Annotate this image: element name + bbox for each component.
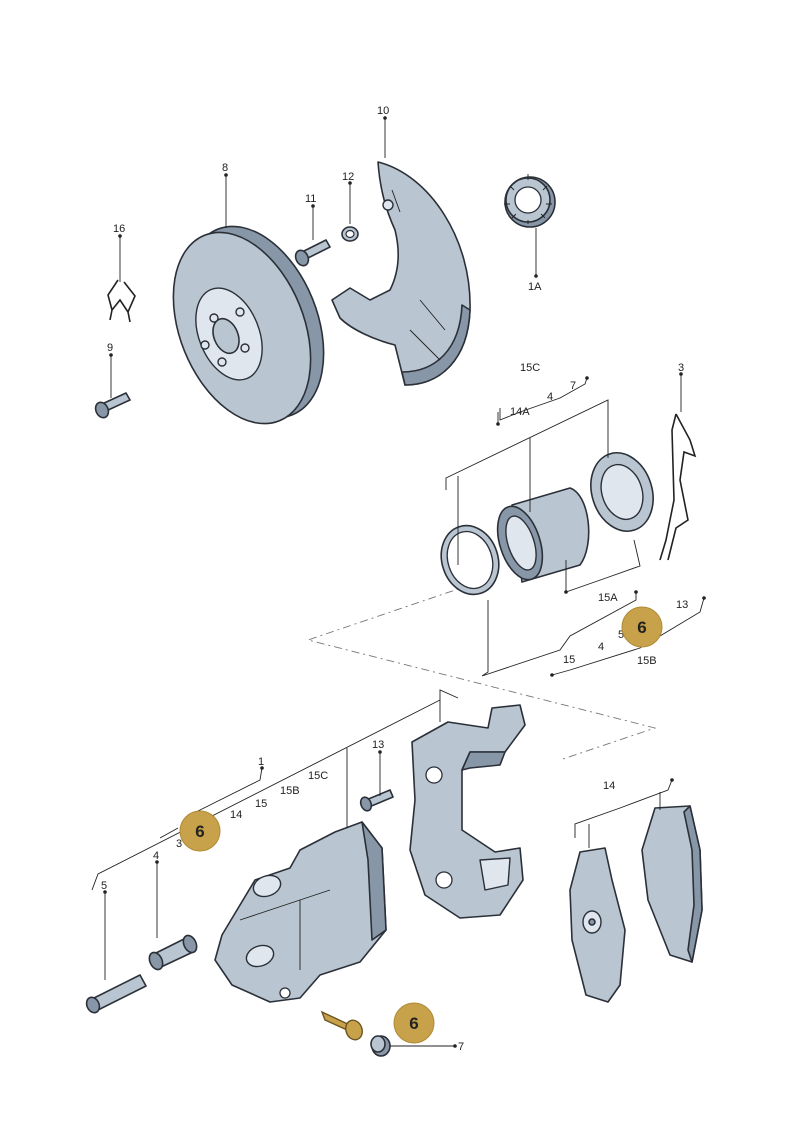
callout-8: 8 (222, 162, 228, 174)
bolt-13 (359, 789, 394, 812)
spring-clip-3 (659, 413, 697, 561)
caliper-bracket (409, 704, 526, 919)
callout-labels: 10 12 11 8 16 9 1A 15C 7 4 14A 3 15A 13 … (101, 105, 688, 1053)
callout-12: 12 (342, 171, 354, 183)
seal-ring (440, 524, 500, 596)
badge-6-pistons: 6 (621, 606, 663, 648)
callout-4-mid: 4 (598, 641, 604, 653)
washer-12 (341, 226, 359, 242)
callout-7-top: 7 (570, 380, 576, 392)
guide-pin-5 (85, 974, 147, 1014)
callout-14-low: 14 (230, 809, 242, 821)
callout-3: 3 (678, 362, 684, 374)
piston (496, 487, 590, 583)
cap-7 (370, 1035, 391, 1057)
callout-9: 9 (107, 342, 113, 354)
brake-pad-inner (569, 847, 626, 1003)
callout-15-mid: 15 (563, 654, 575, 666)
splash-shield (331, 161, 471, 386)
callout-10: 10 (377, 105, 389, 117)
badge-6-bleed-screw: 6 (393, 1002, 435, 1044)
bleed-screw (320, 1010, 363, 1041)
brake-pad-outer (641, 805, 703, 963)
callout-3-low: 3 (176, 838, 182, 850)
callout-15B-mid: 15B (637, 655, 657, 667)
callout-15C-low: 15C (308, 770, 328, 782)
assembly-guide-lines (306, 584, 657, 761)
callout-15A: 15A (598, 592, 618, 604)
callout-7-low: 7 (458, 1041, 464, 1053)
caliper-housing (214, 821, 387, 1003)
badge-6-caliper: 6 (179, 810, 221, 852)
badge-6-text-1: 6 (637, 618, 646, 637)
callout-5-mid: 5 (618, 629, 624, 641)
badge-6-text-2: 6 (195, 822, 204, 841)
guide-sleeve-4 (148, 934, 198, 971)
callout-11: 11 (305, 193, 316, 205)
callout-15-low: 15 (255, 798, 267, 810)
callout-14-pads: 14 (603, 780, 615, 792)
leader-lines (91, 116, 706, 1048)
callout-16: 16 (113, 223, 125, 235)
callout-1: 1 (258, 756, 264, 768)
bolt-11 (294, 239, 331, 267)
callout-4-low: 4 (153, 850, 159, 862)
screw-9 (94, 392, 131, 419)
badge-6-text-3: 6 (409, 1014, 418, 1033)
callout-13-low: 13 (372, 739, 384, 751)
callout-14A: 14A (510, 406, 530, 418)
callout-15B-low: 15B (280, 785, 300, 797)
callout-5-low: 5 (101, 880, 107, 892)
callout-13-mid: 13 (676, 599, 688, 611)
callout-1A: 1A (528, 281, 542, 293)
clip-16 (107, 279, 136, 323)
callout-15C-top: 15C (520, 362, 540, 374)
callout-4-top: 4 (547, 391, 553, 403)
brake-disc (172, 225, 325, 425)
dust-boot (590, 452, 654, 532)
sensor-ring-1A (504, 174, 556, 228)
